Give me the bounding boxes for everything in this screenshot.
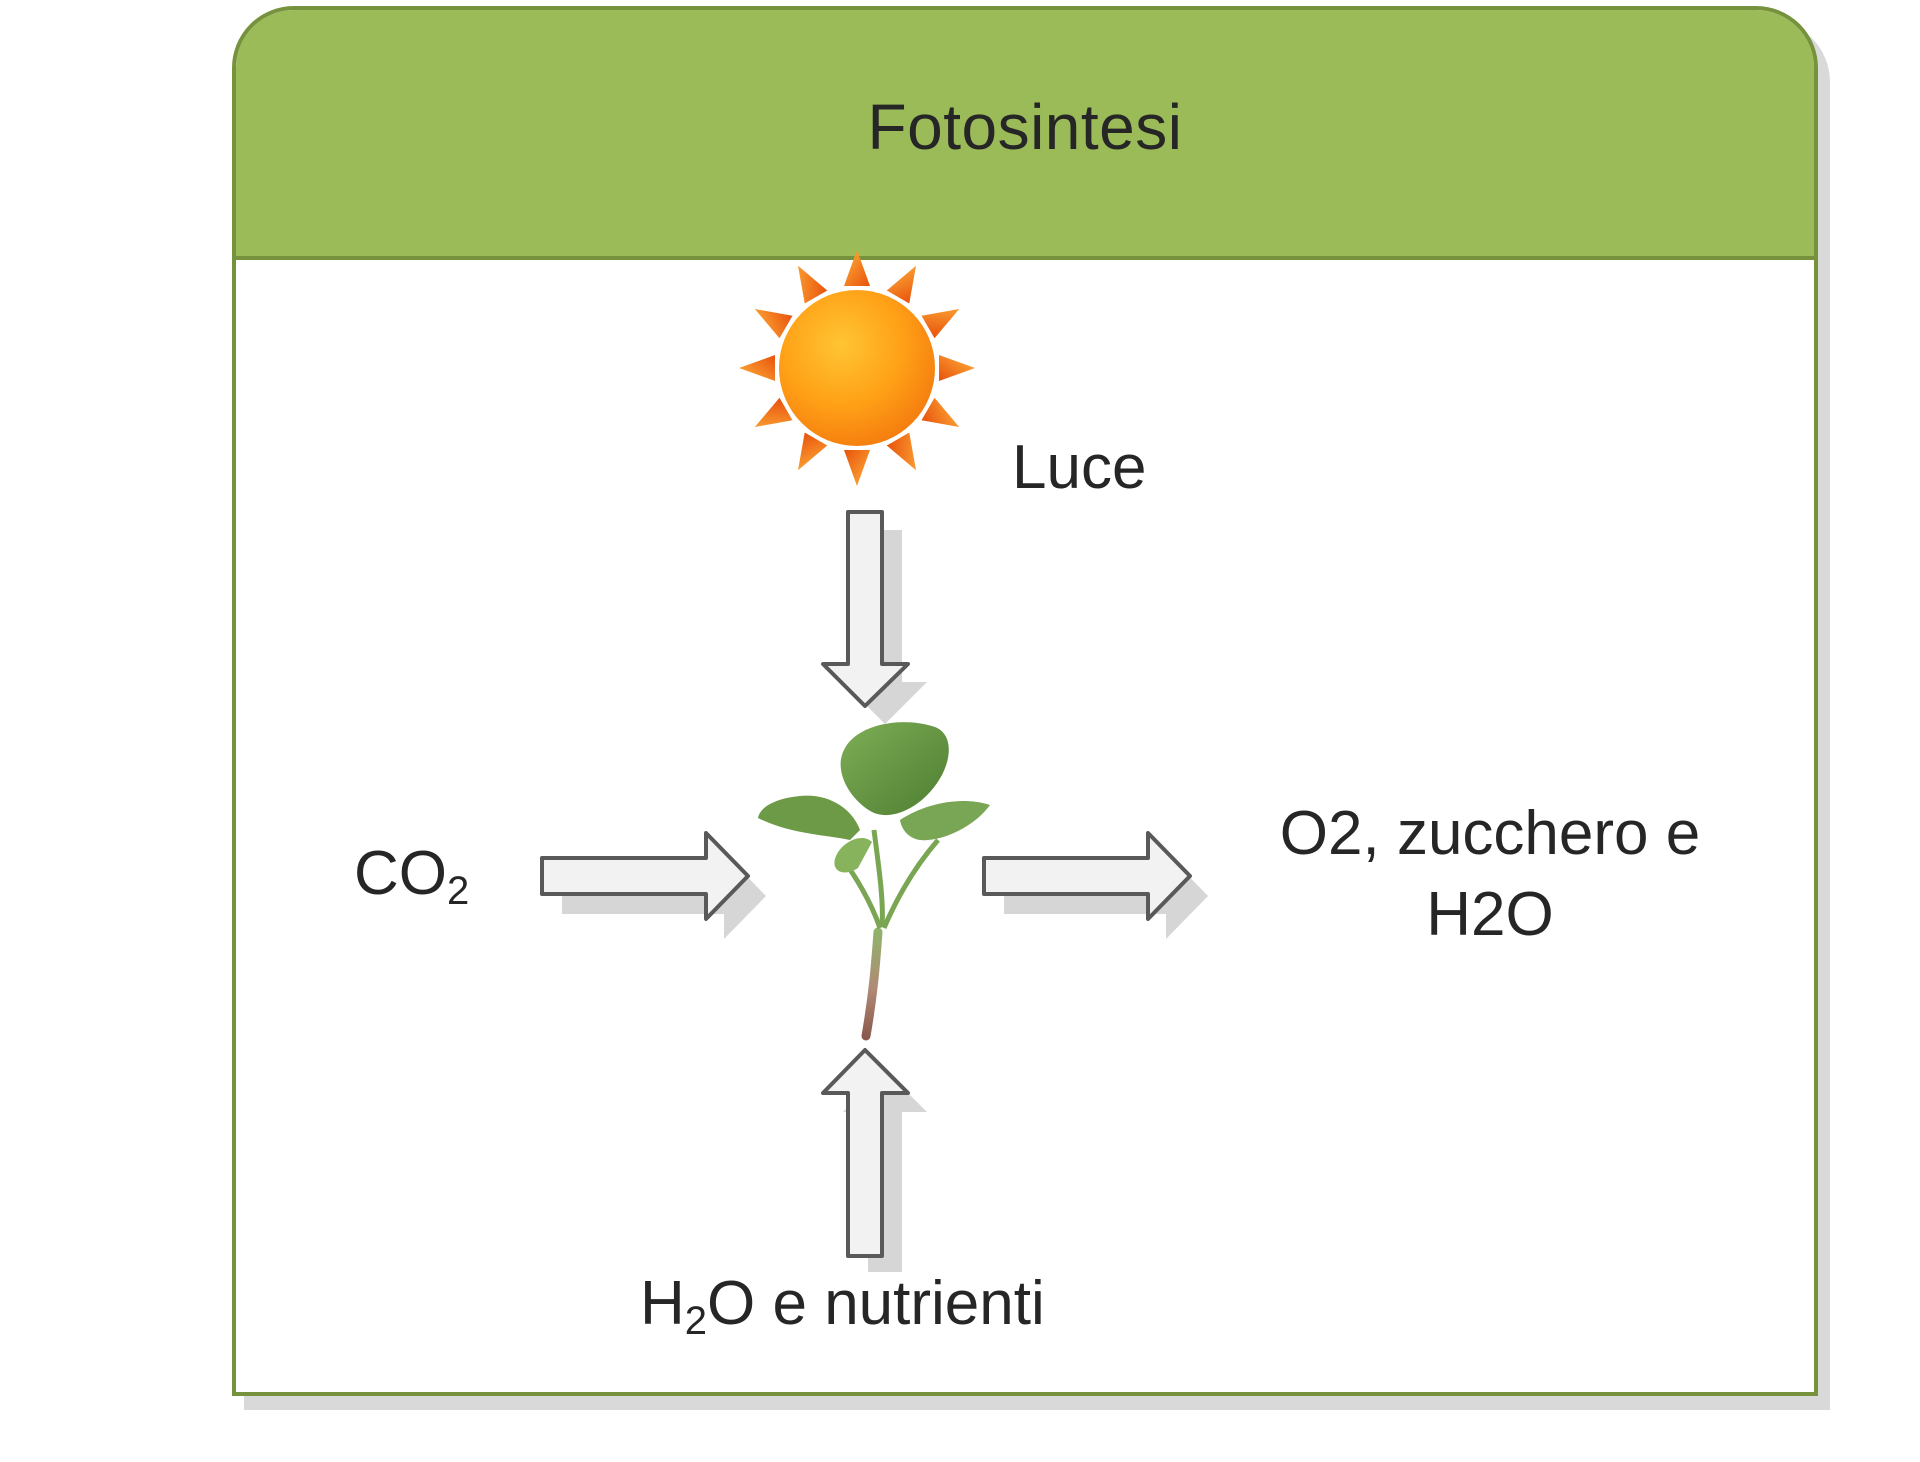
diagram-frame: Fotosintesi	[232, 6, 1818, 1396]
arrow-water-to-plant	[821, 1048, 927, 1272]
arrow-plant-to-output	[982, 831, 1208, 939]
label-water-sub: 2	[684, 1299, 708, 1343]
label-light: Luce	[1012, 428, 1146, 509]
label-output-line2: H2O	[1426, 879, 1554, 949]
arrow-co2-to-plant	[540, 831, 766, 939]
diagram-title: Fotosintesi	[867, 91, 1183, 163]
header-band: Fotosintesi	[236, 10, 1814, 260]
arrow-light-to-plant	[821, 510, 927, 724]
label-water-pre: H	[640, 1269, 685, 1338]
label-output: O2, zucchero e H2O	[1240, 794, 1740, 955]
label-water-post: O e nutrienti	[707, 1269, 1045, 1338]
label-co2: CO2	[354, 834, 469, 917]
label-co2-main: CO	[354, 839, 447, 908]
label-co2-sub: 2	[447, 869, 470, 913]
label-light-text: Luce	[1012, 433, 1147, 502]
label-water: H2O e nutrienti	[640, 1264, 1045, 1347]
label-output-line1: O2, zucchero e	[1279, 799, 1701, 868]
plant-icon	[758, 722, 990, 1041]
sun-icon	[739, 250, 975, 486]
